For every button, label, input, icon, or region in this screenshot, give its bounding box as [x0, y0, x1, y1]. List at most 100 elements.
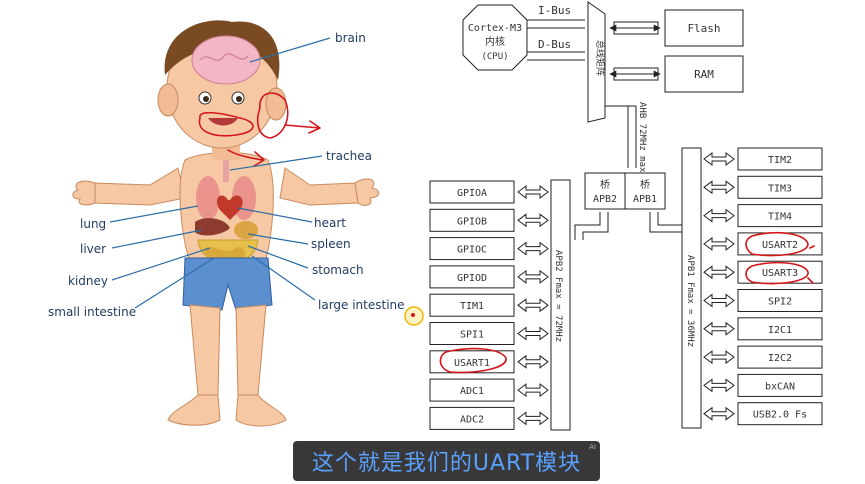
usart3-circle — [745, 261, 814, 285]
apb1-arrow-spi2 — [703, 293, 735, 308]
apb1-arrow-bxcan-shape — [703, 378, 735, 393]
bridge-apb1-top: 桥 — [640, 179, 650, 191]
hair — [164, 20, 280, 80]
red-annotations-usart — [439, 231, 815, 374]
apb2-label-gpiob: GPIOB — [457, 216, 487, 227]
neck-arrow — [227, 149, 265, 167]
apb2-arrow-adc1 — [517, 383, 549, 398]
left-ear — [157, 83, 179, 117]
apb1-arrow-usart3 — [703, 265, 735, 280]
label-kidney: kidney — [68, 274, 108, 288]
flash-label: Flash — [687, 22, 720, 35]
ahb-label: AHB 72MHz max — [637, 102, 647, 173]
leader-small-intestine — [134, 257, 215, 309]
apb1-block-i2c1 — [737, 317, 823, 341]
apb1-block-tim3 — [737, 175, 823, 199]
apb1-arrow-i2c1-shape — [703, 321, 735, 336]
apb2-arrow-adc1-shape — [517, 383, 549, 398]
apb2-label-adc2: ADC2 — [460, 414, 484, 425]
apb2-block-adc1 — [429, 378, 515, 402]
apb1-label-usart3: USART3 — [762, 268, 798, 279]
right-arm — [279, 167, 359, 206]
bridge-apb2 — [584, 172, 626, 210]
stomach-organ — [234, 221, 258, 239]
video-subtitle: 这个就是我们的UART模块 AI — [293, 441, 600, 481]
apb1-block-tim4 — [737, 204, 823, 228]
label-heart: heart — [314, 216, 346, 230]
apb2-peripherals: GPIOAGPIOBGPIOCGPIODTIM1SPI1USART1ADC1AD… — [429, 180, 549, 430]
leader-brain — [249, 37, 331, 63]
dbus-label: D-Bus — [538, 38, 571, 51]
leader-liver — [111, 229, 203, 249]
apb2-arrow-spi1-shape — [517, 326, 549, 341]
leader-trachea — [229, 155, 323, 171]
left-leg — [189, 304, 221, 396]
cursor-highlight — [404, 306, 424, 326]
apb2-arrow-gpiod-shape — [517, 269, 549, 284]
trachea-organ — [223, 160, 229, 182]
apb2-label-gpioc: GPIOC — [457, 245, 487, 256]
anatomy-leader-lines — [109, 37, 331, 309]
apb1-bus — [681, 147, 702, 429]
right-foot — [235, 394, 287, 427]
label-liver: liver — [80, 242, 106, 256]
apb1-arrow-bxcan — [703, 378, 735, 393]
apb2-arrow-tim1 — [517, 298, 549, 313]
apb2-label-spi1: SPI1 — [460, 330, 484, 341]
ear-arrow — [284, 120, 321, 134]
leader-kidney — [111, 247, 211, 281]
apb2-arrow-adc2 — [517, 411, 549, 426]
apb2-arrow-usart1-shape — [517, 354, 549, 369]
label-small-intestine: small intestine — [48, 305, 136, 319]
apb1-arrow-i2c2-shape — [703, 350, 735, 365]
label-large-intestine: large intestine — [318, 298, 405, 312]
cpu-name: Cortex-M3 — [468, 23, 522, 34]
red-annotations-head — [198, 92, 321, 167]
apb1-label-spi2: SPI2 — [768, 297, 792, 308]
label-brain: brain — [335, 31, 366, 45]
matrix-ram-arrow — [609, 67, 661, 81]
right-leg — [235, 304, 267, 396]
apb1-label-i2c1: I2C1 — [768, 325, 792, 336]
label-stomach: stomach — [312, 263, 364, 277]
apb2-label-gpiod: GPIOD — [457, 273, 487, 284]
right-pupil — [236, 96, 242, 102]
right-hand — [354, 178, 379, 206]
brain-organ — [191, 35, 261, 85]
left-hand — [72, 180, 96, 206]
apb1-label-usb2-0-fs: USB2.0 Fs — [753, 410, 807, 421]
apb2-arrow-spi1 — [517, 326, 549, 341]
leader-large-intestine — [251, 255, 316, 301]
leader-lung — [109, 205, 199, 223]
ram-label: RAM — [694, 68, 714, 81]
apb1-arrow-tim3-shape — [703, 180, 735, 195]
apb1-block-usb2-0-fs — [737, 402, 823, 426]
apb2-arrow-gpiob — [517, 213, 549, 228]
apb1-arrow-usart3-shape — [703, 265, 735, 280]
label-trachea: trachea — [326, 149, 372, 163]
flash-block — [664, 9, 744, 47]
apb2-arrow-gpioa — [517, 185, 549, 199]
apb1-bus-label: APB1 Fmax = 36MHz — [685, 255, 695, 347]
apb1-arrow-usart2 — [703, 236, 735, 251]
apb2-arrow-gpioc — [517, 241, 549, 256]
cpu-core-label: 内核 — [485, 35, 505, 48]
cpu-tag: (CPU) — [481, 52, 508, 62]
leader-stomach — [247, 245, 309, 269]
matrix-flash-arrow — [609, 21, 661, 35]
leader-spleen — [247, 233, 309, 245]
matrix-flash-arrow-body — [613, 21, 659, 35]
anatomy-illustration — [72, 20, 379, 427]
apb1-label-tim2: TIM2 — [768, 155, 792, 166]
apb1-label-tim4: TIM4 — [768, 212, 792, 223]
apb1-peripherals: TIM2TIM3TIM4USART2USART3SPI2I2C1I2C2bxCA… — [703, 147, 823, 426]
apb1-arrow-i2c2 — [703, 350, 735, 365]
apb2-block-gpioc — [429, 237, 515, 261]
apb1-arrow-usb2-0-fs — [703, 406, 735, 421]
apb2-bus-label: APB2 Fmax = 72MHz — [553, 250, 563, 342]
apb2-arrow-gpiob-shape — [517, 213, 549, 228]
lung-organ — [196, 176, 220, 220]
apb1-block-spi2 — [737, 289, 823, 312]
bridge-apb1-bottom: APB1 — [633, 194, 657, 205]
